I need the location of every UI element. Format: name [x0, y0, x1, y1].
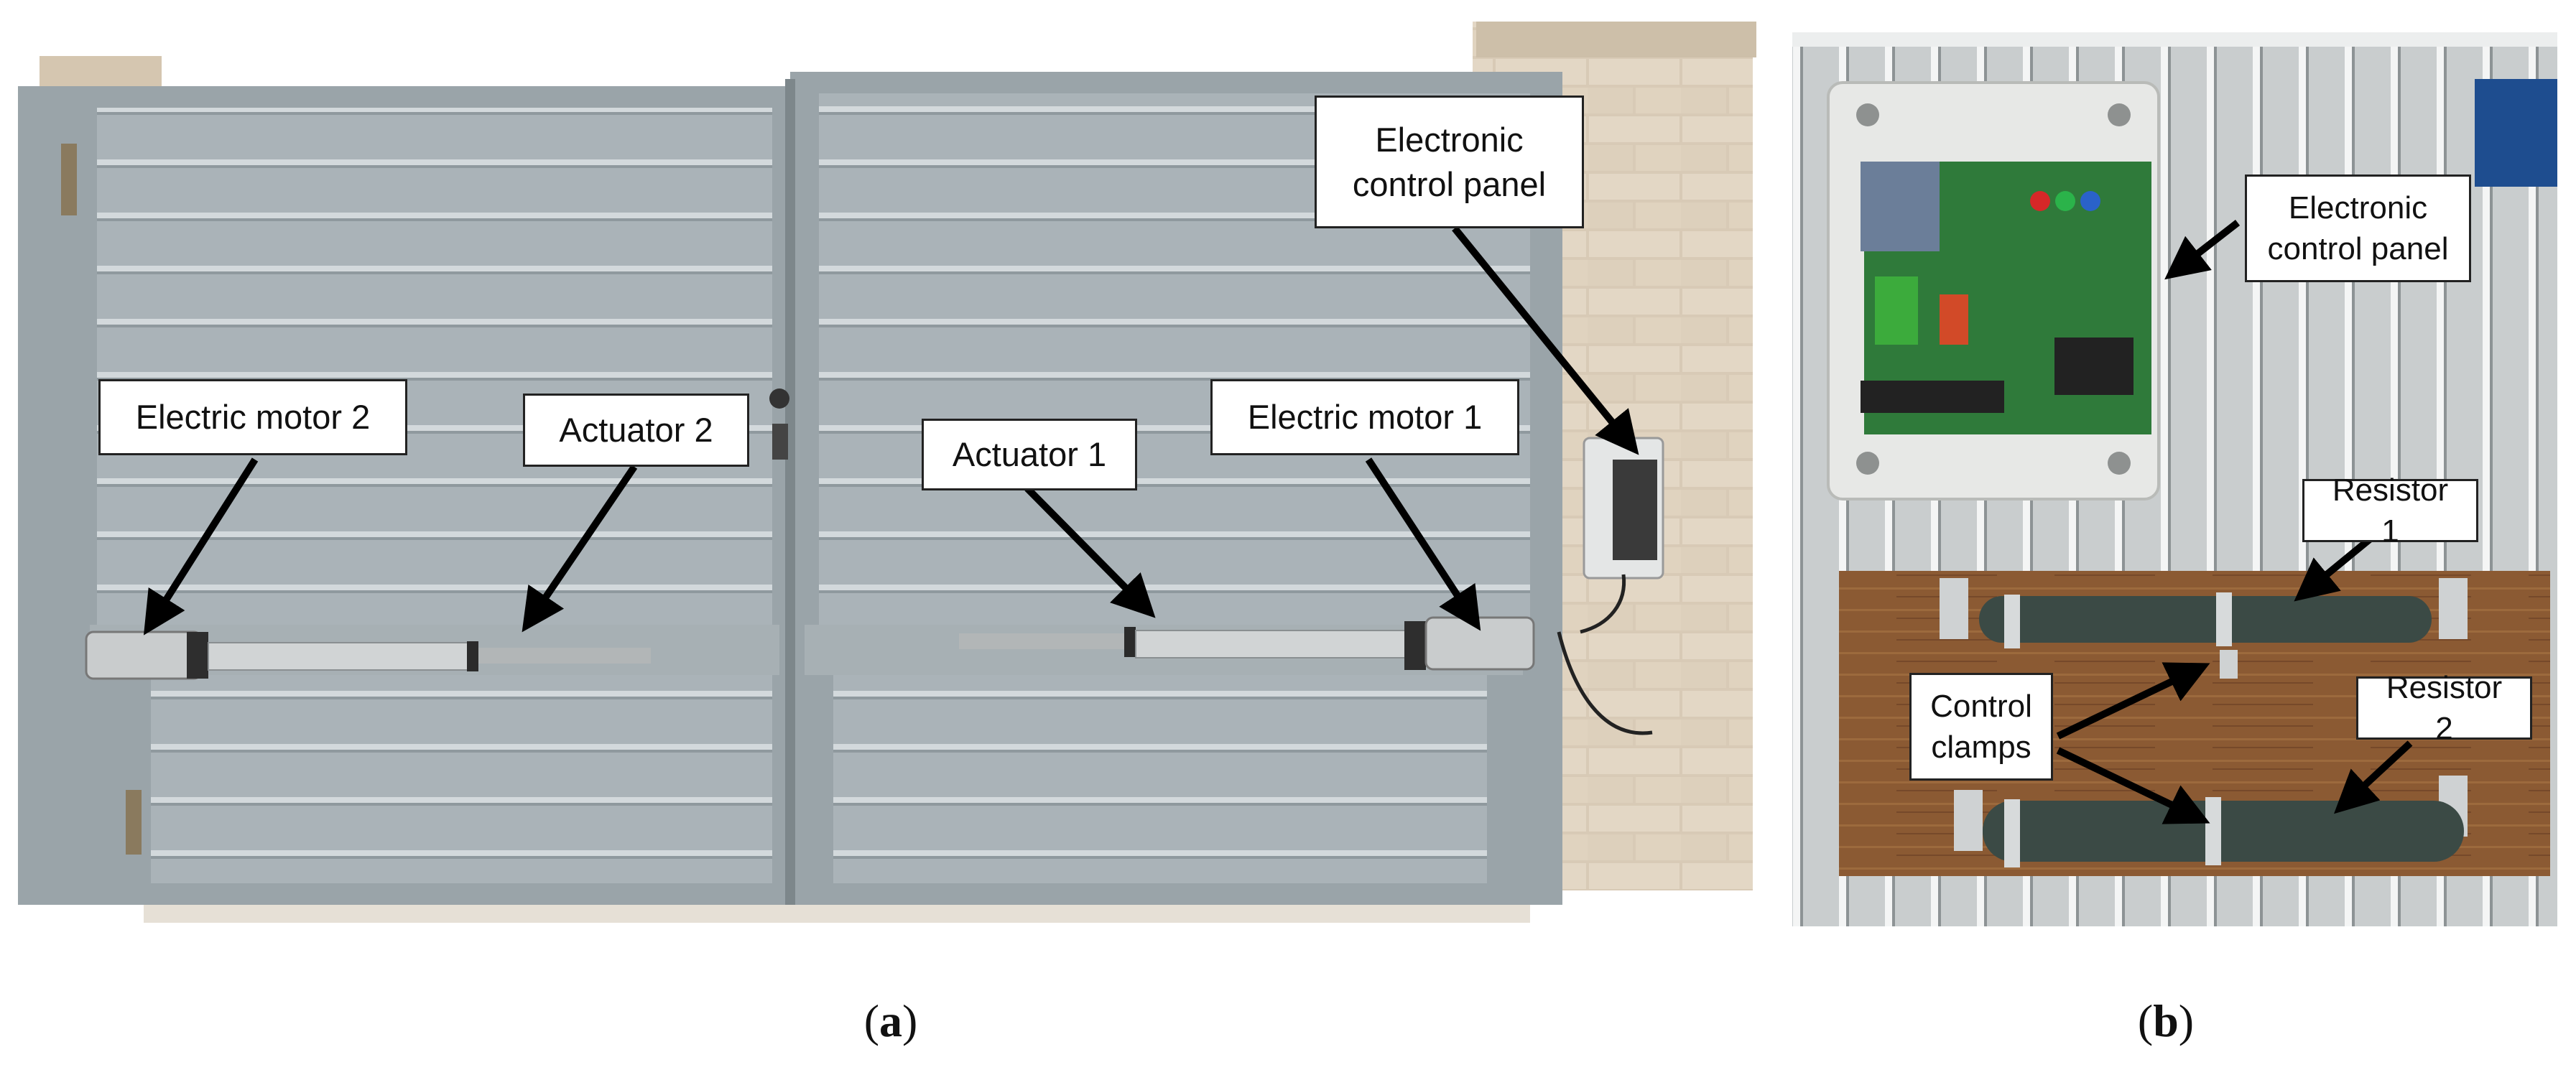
label-control-panel-a-line2: control panel: [1352, 164, 1547, 203]
control-box: [1583, 437, 1664, 580]
label-control-clamps: Control clamps: [1909, 673, 2053, 781]
arrow-control-panel-b: [2164, 220, 2241, 280]
label-electric-motor-1: Electric motor 1: [1210, 379, 1519, 455]
caption-panel-b-letter: b: [2153, 995, 2179, 1046]
label-control-panel-b: Electronic control panel: [2245, 174, 2471, 282]
arrows-panel-a: [143, 225, 1639, 636]
arrow-resistor-1: [2294, 536, 2373, 602]
label-resistor-2: Resistor 2: [2356, 670, 2532, 746]
label-actuator-2: Actuator 2: [523, 394, 749, 467]
label-actuator-1: Actuator 1: [922, 419, 1137, 490]
caption-panel-b: (b): [2137, 995, 2195, 1046]
label-control-panel-b-line1: Electronic: [2288, 190, 2428, 225]
gate-leaf-left: [18, 86, 794, 905]
label-resistor-1-text: Resistor 1: [2332, 472, 2449, 549]
label-actuator-1-text: Actuator 1: [952, 435, 1107, 474]
label-control-clamps-line1: Control: [1930, 688, 2032, 724]
control-enclosure: [1827, 81, 2160, 501]
label-electric-motor-1-text: Electric motor 1: [1247, 398, 1483, 437]
resistor-1-body: [1979, 596, 2432, 643]
arrow-actuator-1: [1024, 485, 1156, 618]
label-control-panel-a: Electronic control panel: [1315, 96, 1584, 228]
arrows-panel-b: [2056, 220, 2413, 824]
arrow-control-clamps-bottom: [2056, 747, 2210, 824]
arrow-control-panel-a: [1452, 225, 1639, 455]
arrow-actuator-2: [522, 465, 638, 633]
enclosure-photo: [1792, 32, 2557, 926]
caption-panel-a: (a): [863, 995, 918, 1046]
arrow-resistor-2: [2333, 740, 2413, 814]
resistor-2-body: [1983, 801, 2464, 862]
arrow-electric-motor-2: [143, 457, 259, 636]
label-resistor-1: Resistor 1: [2302, 473, 2478, 549]
arrow-control-clamps-top: [2056, 662, 2210, 740]
label-control-panel-b-line2: control panel: [2267, 231, 2449, 266]
label-resistor-2-text: Resistor 2: [2386, 669, 2503, 746]
label-electric-motor-2-text: Electric motor 2: [135, 398, 371, 437]
label-control-panel-a-line1: Electronic: [1375, 121, 1524, 159]
label-control-clamps-line2: clamps: [1931, 730, 2031, 765]
caption-panel-a-letter: a: [879, 995, 902, 1046]
label-electric-motor-2: Electric motor 2: [98, 379, 407, 455]
label-actuator-2-text: Actuator 2: [559, 411, 713, 450]
arrow-electric-motor-1: [1365, 457, 1481, 631]
